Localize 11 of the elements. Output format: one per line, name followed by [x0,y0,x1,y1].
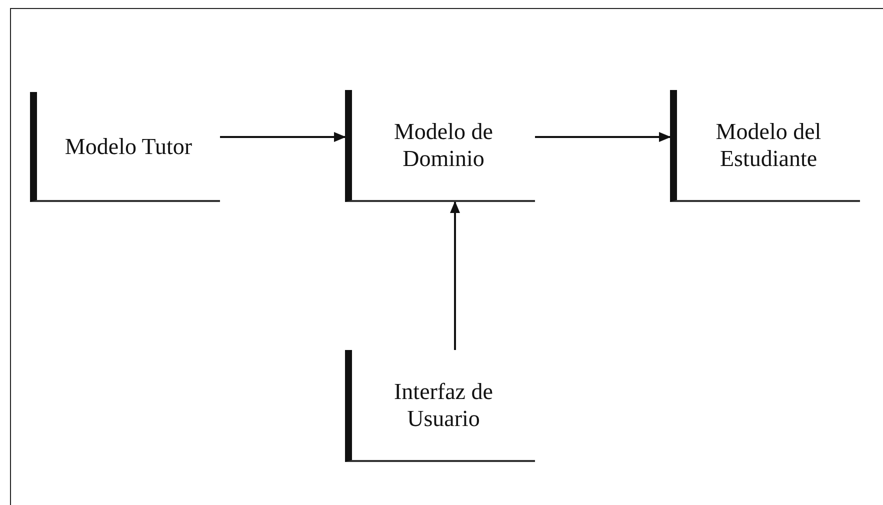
box-label: Modelo Tutor [64,132,194,160]
model-box [30,92,220,202]
model-box [345,350,535,462]
arrow [535,132,671,142]
box-label: Interfaz de Usuario [393,378,494,432]
box-label: Modelo del Estudiante [714,118,822,172]
model-box [670,90,860,202]
arrow [450,201,460,350]
box-label: Modelo de Dominio [392,118,494,172]
arrow [220,132,346,142]
model-box [345,90,535,202]
